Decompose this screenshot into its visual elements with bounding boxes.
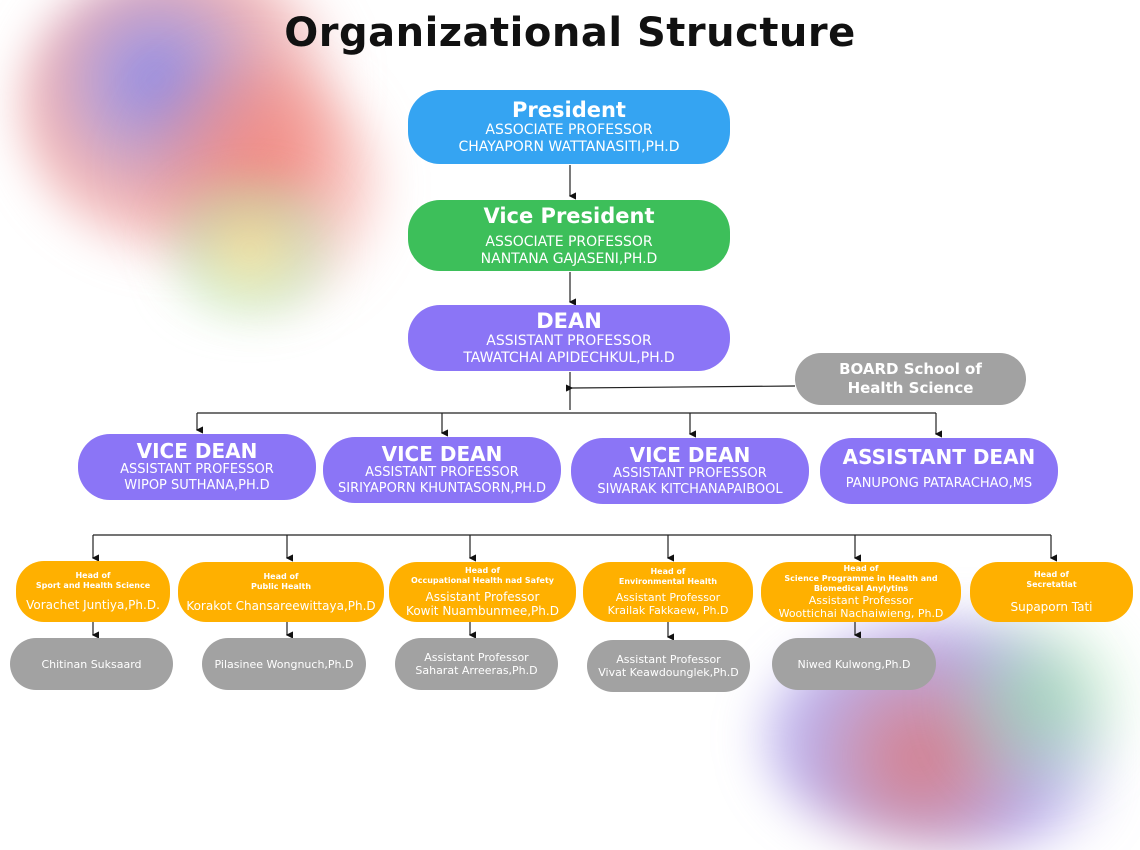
department-head-label: Head of (263, 571, 299, 581)
department-head-label: Head of (1033, 570, 1069, 579)
department-unit: Science Programme in Health and (784, 574, 938, 583)
dean-name: TAWATCHAI APIDECHKUL,PH.D (463, 350, 675, 366)
staff-name: Vivat Keawdounglek,Ph.D (598, 666, 739, 679)
vice-dean-name: WIPOP SUTHANA,PH.D (124, 478, 270, 493)
staff-name: Niwed Kulwong,Ph.D (797, 657, 911, 671)
department-unit: Secretatiat (1026, 580, 1077, 589)
president-rank: ASSOCIATE PROFESSOR (485, 122, 653, 138)
vice-dean-title: VICE DEAN (136, 439, 258, 463)
department-head-label: Head of (843, 564, 879, 573)
department-head-label: Head of (650, 567, 686, 576)
department-head-name: Kowit Nuambunmee,Ph.D (406, 604, 559, 618)
vice-dean-node-2: VICE DEAN ASSISTANT PROFESSOR SIRIYAPORN… (323, 437, 561, 503)
president-node: President ASSOCIATE PROFESSOR CHAYAPORN … (408, 90, 730, 164)
connector-board (565, 384, 796, 392)
department-head-name: Woottichai Nachaiwieng, Ph.D (778, 607, 944, 620)
department-unit: Environmental Health (618, 577, 718, 586)
president-name: CHAYAPORN WATTANASITI,PH.D (458, 139, 680, 155)
vice-dean-rank: ASSISTANT PROFESSOR (120, 462, 274, 477)
department-head-name: Krailak Fakkaew, Ph.D (607, 604, 729, 617)
vice-president-node: Vice President ASSOCIATE PROFESSOR NANTA… (408, 200, 730, 271)
vice-dean-name: SIWARAK KITCHANAPAIBOOL (597, 482, 783, 497)
staff-node-2: Pilasinee Wongnuch,Ph.D (202, 638, 366, 690)
president-title: President (512, 98, 626, 122)
dean-title: DEAN (536, 309, 602, 333)
department-head-name: Korakot Chansareewittaya,Ph.D (186, 598, 376, 613)
assistant-dean-title: ASSISTANT DEAN (842, 445, 1036, 469)
staff-rank: Assistant Professor (616, 653, 721, 666)
department-head-rank: Assistant Professor (425, 590, 540, 604)
staff-name: Pilasinee Wongnuch,Ph.D (214, 657, 354, 671)
connector-lines (91, 165, 1057, 641)
staff-name: Saharat Arreeras,Ph.D (415, 664, 538, 677)
department-head-rank: Assistant Professor (808, 594, 914, 607)
dean-rank: ASSISTANT PROFESSOR (486, 333, 652, 349)
department-head-name: Supaporn Tati (1010, 600, 1093, 614)
vice-president-title: Vice President (483, 203, 655, 228)
vice-president-name: NANTANA GAJASENI,PH.D (480, 250, 658, 267)
vice-dean-name: SIRIYAPORN KHUNTASORN,PH.D (337, 481, 546, 496)
staff-node-5: Niwed Kulwong,Ph.D (772, 638, 936, 690)
department-node-6: Head of Secretatiat Supaporn Tati (970, 562, 1133, 622)
board-node: BOARD School of Health Science (795, 353, 1026, 405)
staff-name: Chitinan Suksaard (41, 657, 142, 671)
department-head-label: Head of (464, 566, 500, 575)
department-head-name: Vorachet Juntiya,Ph.D. (26, 598, 160, 612)
vice-dean-title: VICE DEAN (381, 442, 503, 466)
vice-dean-rank: ASSISTANT PROFESSOR (365, 465, 519, 480)
page-title: Organizational Structure (284, 10, 856, 56)
vice-dean-node-3: VICE DEAN ASSISTANT PROFESSOR SIWARAK KI… (571, 438, 809, 504)
assistant-dean-node: ASSISTANT DEAN PANUPONG PATARACHAO,MS (820, 438, 1058, 504)
department-node-5: Head of Science Programme in Health and … (761, 562, 961, 622)
dean-node: DEAN ASSISTANT PROFESSOR TAWATCHAI APIDE… (408, 305, 730, 371)
department-unit: Sport and Health Science (35, 581, 151, 590)
background-blur-topleft-yellow (140, 180, 360, 320)
board-title: BOARD School of Health Science (839, 360, 982, 397)
vice-dean-title: VICE DEAN (629, 443, 751, 467)
department-unit-cont: Biomedical Anylytins (813, 584, 909, 593)
department-node-1: Head of Sport and Health Science Vorache… (16, 561, 170, 622)
department-head-rank: Assistant Professor (615, 591, 721, 604)
staff-node-4: Assistant Professor Vivat Keawdounglek,P… (587, 640, 750, 692)
staff-node-1: Chitinan Suksaard (10, 638, 173, 690)
vice-dean-rank: ASSISTANT PROFESSOR (613, 466, 767, 481)
department-node-2: Head of Public Health Korakot Chansareew… (178, 562, 384, 622)
vice-dean-node-1: VICE DEAN ASSISTANT PROFESSOR WIPOP SUTH… (78, 434, 316, 500)
vice-president-rank: ASSOCIATE PROFESSOR (485, 233, 653, 250)
department-head-label: Head of (75, 571, 111, 580)
department-node-4: Head of Environmental Health Assistant P… (583, 562, 753, 622)
staff-rank: Assistant Professor (424, 651, 529, 664)
department-unit: Public Health (250, 581, 312, 591)
department-unit: Occupational Health nad Safety (410, 576, 555, 585)
department-node-3: Head of Occupational Health nad Safety A… (389, 562, 576, 622)
background-blur-bottomright-green (930, 600, 1140, 800)
assistant-dean-name: PANUPONG PATARACHAO,MS (845, 476, 1033, 491)
staff-node-3: Assistant Professor Saharat Arreeras,Ph.… (395, 638, 558, 690)
